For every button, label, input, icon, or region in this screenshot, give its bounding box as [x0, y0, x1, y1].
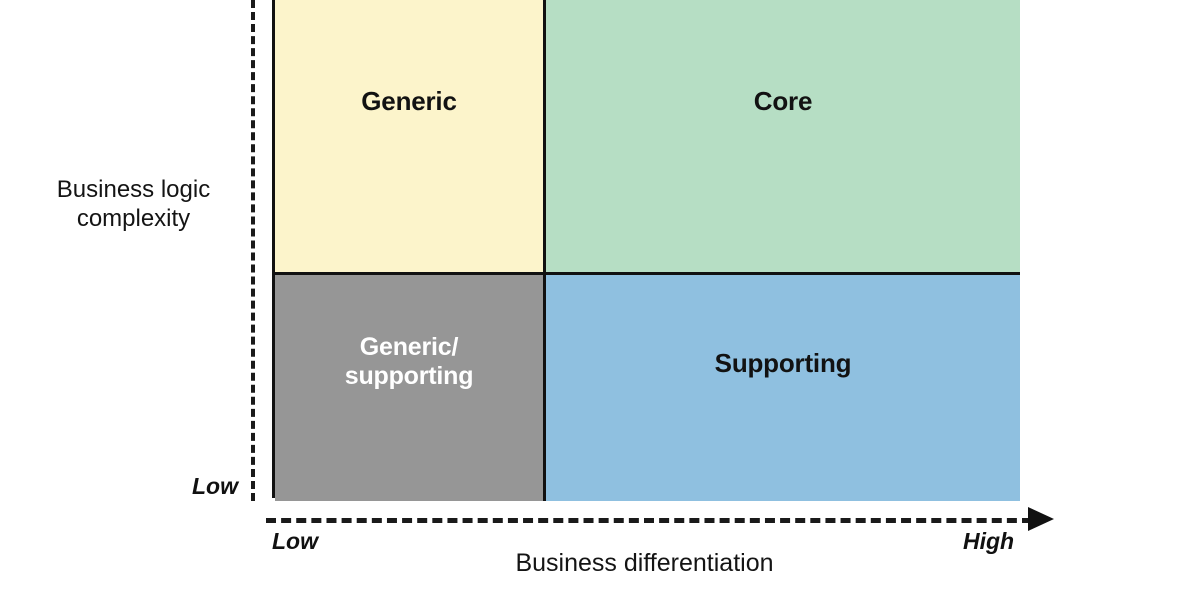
- quadrant-generic[interactable]: Generic: [275, 0, 546, 275]
- x-axis-title: Business differentiation: [515, 549, 774, 577]
- quadrant-matrix: Generic Core Generic/ supporting Support…: [272, 0, 1020, 501]
- quadrant-generic-label: Generic: [361, 86, 457, 116]
- quadrant-core[interactable]: Core: [546, 0, 1020, 275]
- y-axis-line: [251, 0, 255, 501]
- x-axis-line: [266, 518, 1032, 523]
- quadrant-supporting-label: Supporting: [714, 348, 852, 378]
- quadrant-generic-supporting[interactable]: Generic/ supporting: [275, 275, 546, 501]
- quadrant-generic-supporting-label: Generic/ supporting: [344, 333, 474, 390]
- y-axis-title: Business logic complexity: [56, 176, 211, 233]
- x-axis-high-tick-label: High: [963, 528, 1015, 554]
- y-axis-low-tick-label: Low: [192, 473, 238, 499]
- quadrant-supporting[interactable]: Supporting: [546, 275, 1020, 501]
- x-axis-low-tick-label: Low: [272, 528, 318, 554]
- x-axis-arrowhead-icon: [1028, 507, 1054, 531]
- quadrant-core-label: Core: [753, 86, 813, 116]
